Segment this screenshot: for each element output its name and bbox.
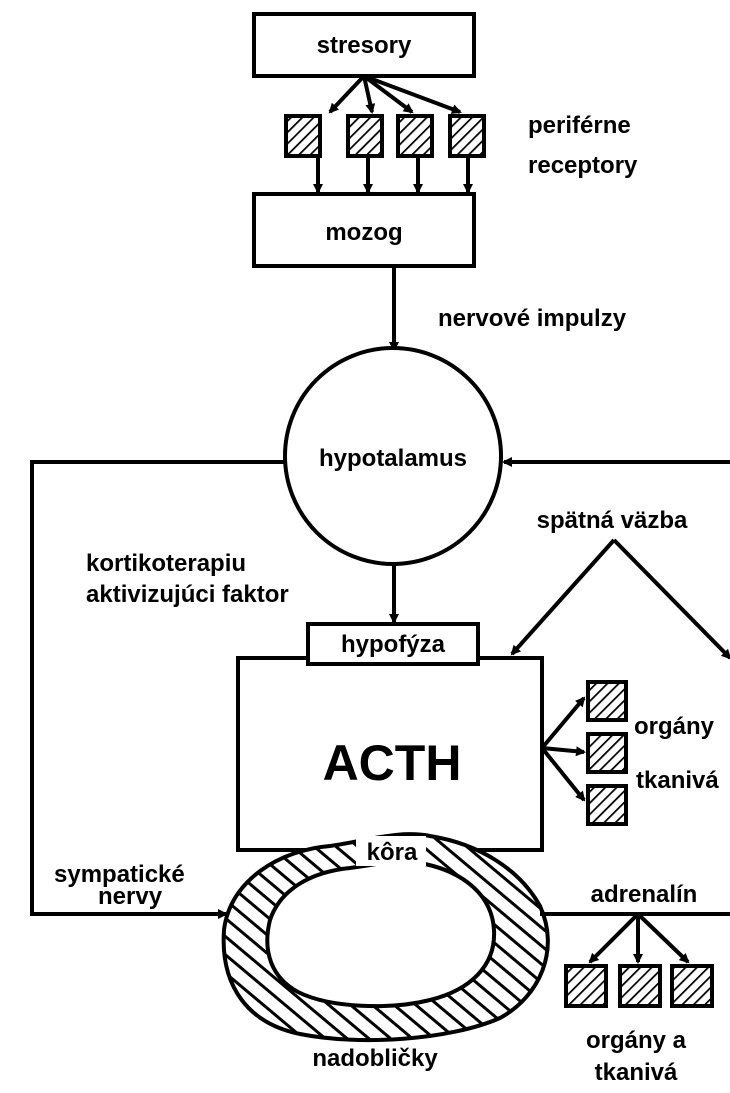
nervove-impulzy-label: nervové impulzy (438, 305, 627, 332)
receptor-4 (450, 116, 484, 156)
aktivizujuci-faktor-label: aktivizujúci faktor (86, 581, 289, 608)
nervy-label: nervy (98, 883, 163, 910)
acth-label: ACTH (323, 735, 462, 791)
kortikoterapiu-label: kortikoterapiu (86, 550, 246, 577)
receptor-1 (286, 116, 320, 156)
adrenal-gland-medulla (267, 861, 494, 1006)
spatna-vazba-label: spätná väzba (537, 507, 688, 534)
nadoblicky-label: nadobličky (312, 1045, 438, 1072)
organy-right-label: orgány (634, 713, 715, 740)
feedback-arrows (512, 540, 730, 658)
receptor-2 (348, 116, 382, 156)
kora-label: kôra (367, 839, 418, 866)
acth-target-organs (588, 682, 626, 824)
organ-square-1 (588, 682, 626, 720)
tkaniva-bottom-label: tkanivá (595, 1059, 678, 1086)
peripheral-receptors (286, 116, 484, 156)
organ-square-3 (588, 786, 626, 824)
organ-square-2 (588, 734, 626, 772)
receptor-3 (398, 116, 432, 156)
mozog-label: mozog (325, 219, 402, 246)
adrenalin-target-organs (566, 966, 712, 1006)
receptor-arrows (318, 156, 468, 192)
hypofyza-label: hypofýza (341, 631, 446, 658)
stresory-label: stresory (317, 32, 412, 59)
receptory-label: receptory (528, 152, 638, 179)
adrenalin-label: adrenalín (591, 881, 698, 908)
adrenalin-arrows (590, 914, 688, 962)
adrenalin-organ-1 (566, 966, 606, 1006)
stressor-arrows (330, 76, 460, 112)
hypotalamus-label: hypotalamus (319, 445, 467, 472)
adrenalin-organ-3 (672, 966, 712, 1006)
periferne-label: periférne (528, 112, 631, 139)
acth-organ-arrows (542, 698, 584, 800)
organy-a-label: orgány a (586, 1027, 687, 1054)
tkaniva-right-label: tkanivá (636, 767, 719, 794)
adrenalin-organ-2 (620, 966, 660, 1006)
